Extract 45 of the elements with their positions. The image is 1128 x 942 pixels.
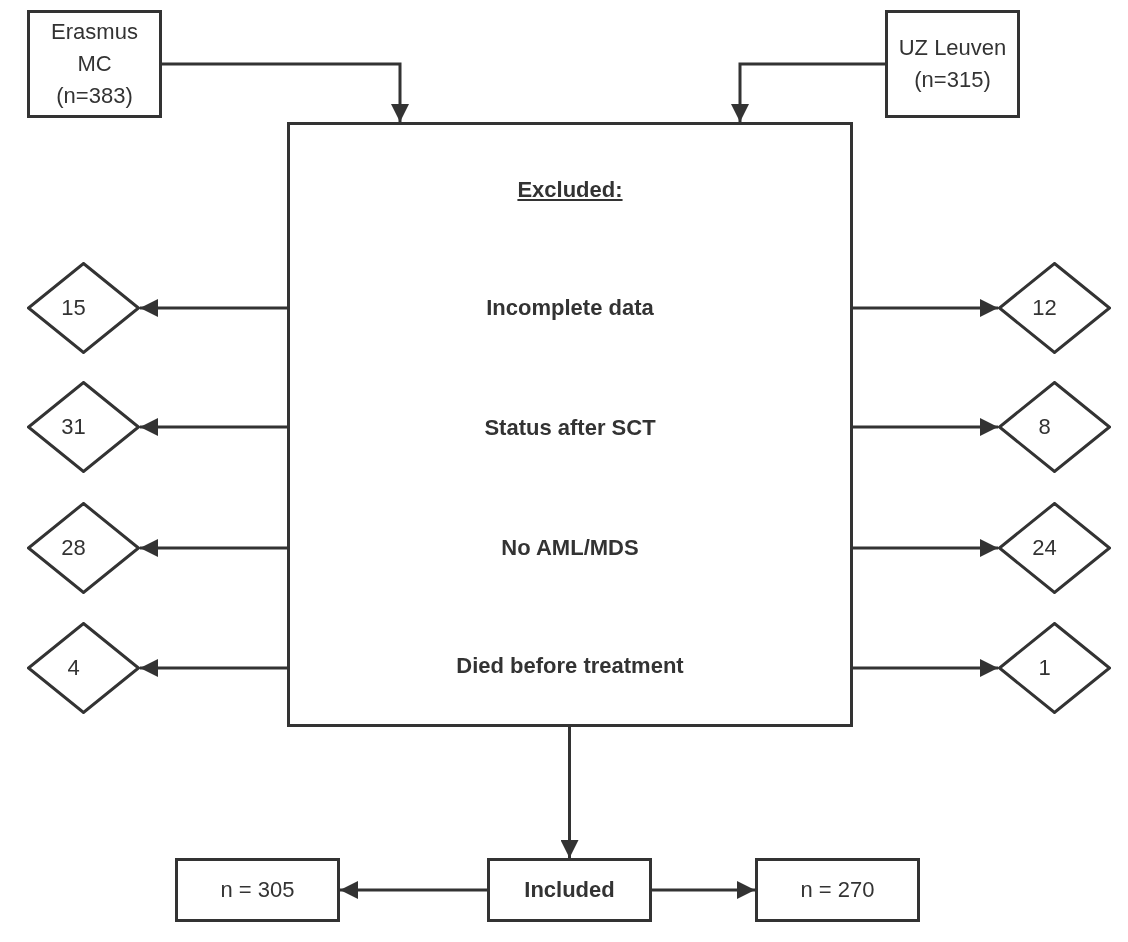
arrow: [560, 727, 579, 858]
result-box: [487, 858, 652, 922]
count-diamond: [27, 381, 140, 473]
arrow: [162, 62, 409, 122]
arrow: [731, 62, 885, 122]
count-diamond: [27, 262, 140, 354]
count-diamond: [27, 622, 140, 714]
count-label: 4: [66, 654, 81, 682]
result-box: [175, 858, 340, 922]
exclusion-reason: No AML/MDS: [501, 534, 639, 562]
exclusion-box: [287, 122, 853, 727]
count-label: 28: [60, 534, 87, 562]
count-label: 12: [1031, 294, 1058, 322]
count-label: 24: [1031, 534, 1058, 562]
count-label: 31: [60, 413, 87, 441]
arrow: [853, 418, 998, 436]
arrow: [652, 881, 755, 899]
box-label: n = 270: [800, 876, 875, 904]
count-diamond: [27, 502, 140, 594]
box-label: n = 305: [220, 876, 295, 904]
arrow: [140, 539, 287, 557]
arrow: [340, 881, 487, 899]
count-diamond: [998, 622, 1111, 714]
count-label: 8: [1037, 413, 1052, 441]
arrow: [140, 418, 287, 436]
count-label: 1: [1037, 654, 1052, 682]
exclusion-reason: Incomplete data: [486, 294, 654, 322]
arrow: [140, 659, 287, 677]
source-box: [885, 10, 1020, 118]
count-diamond: [998, 502, 1111, 594]
arrow: [853, 299, 998, 317]
box-label: Included: [524, 876, 615, 904]
exclusion-reason: Died before treatment: [456, 652, 684, 680]
box-label: UZ Leuven (n=315): [897, 34, 1008, 94]
count-diamond: [998, 381, 1111, 473]
arrow: [853, 539, 998, 557]
heading-label: Excluded:: [517, 176, 623, 204]
result-box: [755, 858, 920, 922]
arrow: [853, 659, 998, 677]
count-label: 15: [60, 294, 87, 322]
arrow: [140, 299, 287, 317]
box-label: Erasmus MC (n=383): [50, 18, 139, 110]
source-box: [27, 10, 162, 118]
count-diamond: [998, 262, 1111, 354]
exclusion-reason: Status after SCT: [484, 414, 656, 442]
